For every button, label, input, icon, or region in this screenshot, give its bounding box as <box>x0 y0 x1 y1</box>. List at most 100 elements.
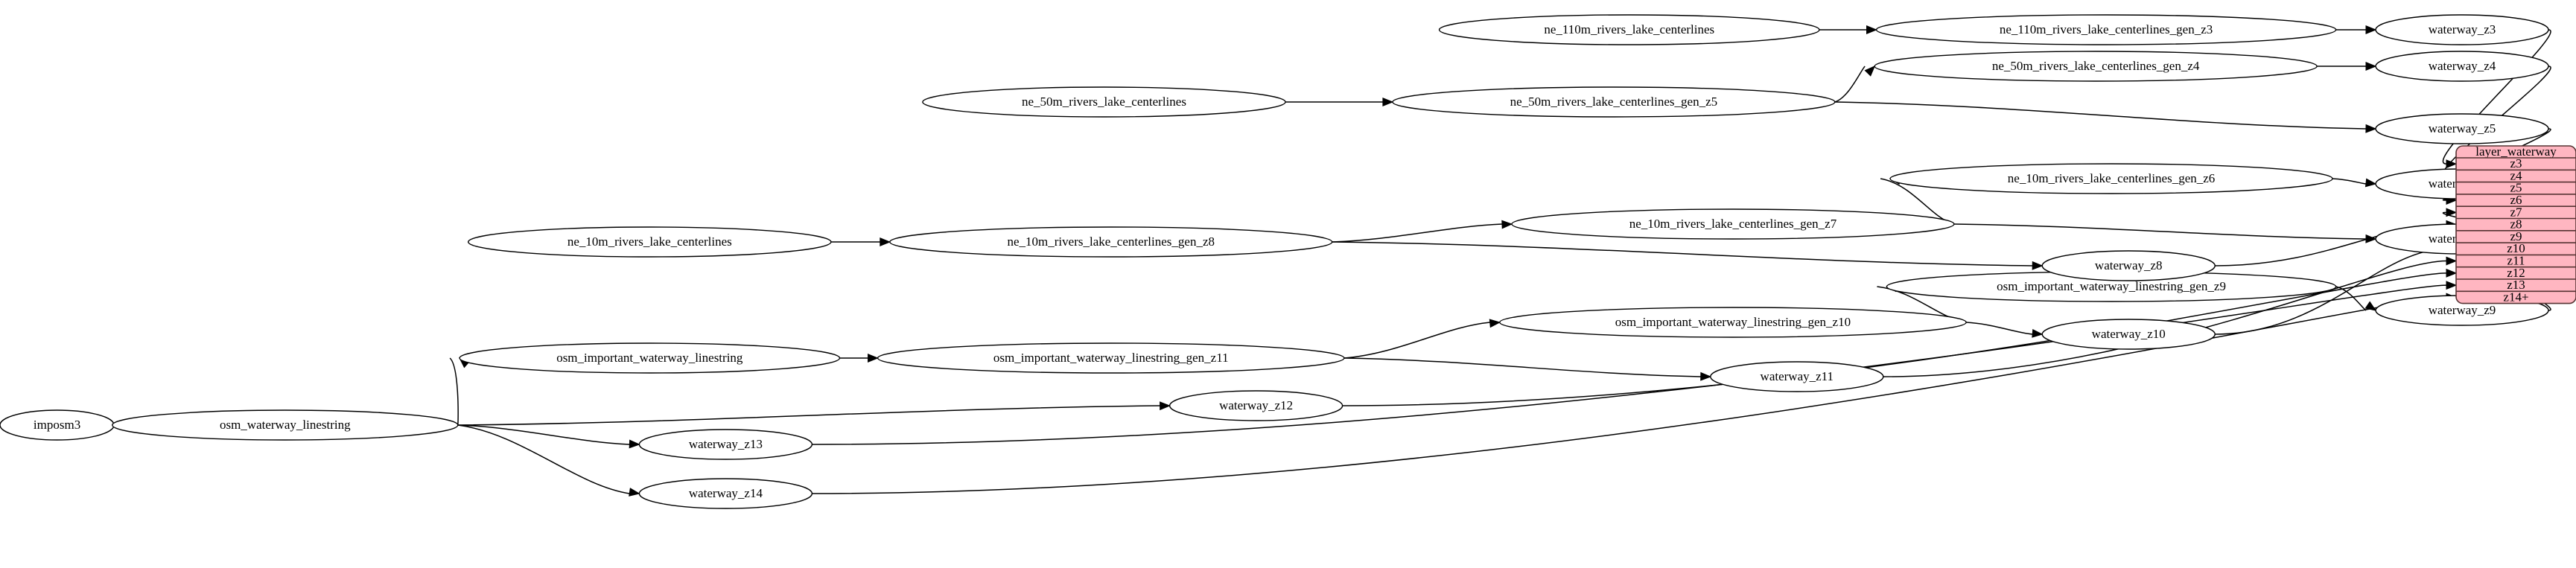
edge-arrowhead <box>1489 319 1501 328</box>
graph-node-osm_important_waterway_linestring_gen_z10[interactable]: osm_important_waterway_linestring_gen_z1… <box>1499 307 1967 338</box>
edge-arrowhead <box>2365 25 2377 34</box>
graph-node-ne_50m_rivers_lake_centerlines_gen_z4[interactable]: ne_50m_rivers_lake_centerlines_gen_z4 <box>1874 51 2318 82</box>
edge-arrowhead <box>2446 281 2458 290</box>
edge-arrowhead <box>2446 208 2458 217</box>
layer-table-cell-z4[interactable]: z4 <box>2510 168 2522 182</box>
node-label-osm_important_waterway_linestring: osm_important_waterway_linestring <box>556 351 743 365</box>
node-ellipse-waterway_z13 <box>638 429 813 460</box>
graph-node-osm_important_waterway_linestring[interactable]: osm_important_waterway_linestring <box>459 342 841 374</box>
graph-node-ne_10m_rivers_lake_centerlines_gen_z8[interactable]: ne_10m_rivers_lake_centerlines_gen_z8 <box>889 226 1333 258</box>
edges-layer <box>102 25 2551 497</box>
node-label-waterway_z14: waterway_z14 <box>689 486 763 500</box>
node-label-waterway_z13: waterway_z13 <box>689 437 763 451</box>
node-ellipse-waterway_z4 <box>2375 51 2549 82</box>
layer-table-cell-z12[interactable]: z12 <box>2507 266 2525 280</box>
node-ellipse-ne_10m_rivers_lake_centerlines_gen_z7 <box>1511 208 1955 240</box>
edge-osm_waterway_linestring-to-waterway_z12 <box>457 405 1160 426</box>
graph-node-waterway_z11[interactable]: waterway_z11 <box>1710 361 1884 392</box>
node-ellipse-osm_important_waterway_linestring <box>459 342 841 374</box>
edge-osm_important_waterway_linestring_gen_z11-to-waterway_z11 <box>1343 357 1701 377</box>
graph-node-waterway_z5[interactable]: waterway_z5 <box>2375 113 2549 144</box>
graph-node-imposm3[interactable]: imposm3 <box>0 409 115 441</box>
graph-node-ne_110m_rivers_lake_centerlines[interactable]: ne_110m_rivers_lake_centerlines <box>1438 14 1820 45</box>
edge-arrowhead <box>2364 178 2377 188</box>
node-label-ne_10m_rivers_lake_centerlines_gen_z7: ne_10m_rivers_lake_centerlines_gen_z7 <box>1629 217 1837 231</box>
node-label-waterway_z3: waterway_z3 <box>2429 22 2496 36</box>
graph-node-waterway_z12[interactable]: waterway_z12 <box>1168 390 1343 421</box>
edge-ne_50m_rivers_lake_centerlines_gen_z5-to-ne_50m_rivers_lake_centerlines_gen_z4 <box>1834 66 1866 103</box>
node-label-ne_10m_rivers_lake_centerlines_gen_z6: ne_10m_rivers_lake_centerlines_gen_z6 <box>2008 171 2216 185</box>
edge-ne_50m_rivers_lake_centerlines_gen_z5-to-waterway_z5 <box>1834 101 2367 130</box>
layer-waterway-table: layer_waterwayz3z4z5z6z7z8z9z10z11z12z13… <box>2455 144 2576 304</box>
layer-table-cell-z5[interactable]: z5 <box>2510 181 2522 195</box>
node-label-ne_50m_rivers_lake_centerlines_gen_z5: ne_50m_rivers_lake_centerlines_gen_z5 <box>1510 95 1718 109</box>
node-label-ne_110m_rivers_lake_centerlines: ne_110m_rivers_lake_centerlines <box>1544 22 1714 36</box>
node-label-waterway_z11: waterway_z11 <box>1761 369 1834 383</box>
graph-node-waterway_z14[interactable]: waterway_z14 <box>638 478 813 509</box>
layer-table-cell-z3[interactable]: z3 <box>2510 156 2522 170</box>
node-ellipse-ne_110m_rivers_lake_centerlines <box>1438 14 1820 45</box>
layer-table-cell-z7[interactable]: z7 <box>2510 205 2522 219</box>
graph-node-osm_important_waterway_linestring_gen_z9[interactable]: osm_important_waterway_linestring_gen_z9 <box>1886 271 2337 302</box>
node-ellipse-waterway_z12 <box>1168 390 1343 421</box>
node-label-waterway_z5: waterway_z5 <box>2429 121 2496 135</box>
graph-node-osm_important_waterway_linestring_gen_z11[interactable]: osm_important_waterway_linestring_gen_z1… <box>877 342 1345 374</box>
node-ellipse-waterway_z10 <box>2041 319 2216 350</box>
graph-node-waterway_z3[interactable]: waterway_z3 <box>2375 14 2549 45</box>
node-label-ne_110m_rivers_lake_centerlines_gen_z3: ne_110m_rivers_lake_centerlines_gen_z3 <box>2000 22 2213 36</box>
node-label-osm_important_waterway_linestring_gen_z10: osm_important_waterway_linestring_gen_z1… <box>1615 315 1851 329</box>
graph-node-ne_50m_rivers_lake_centerlines_gen_z5[interactable]: ne_50m_rivers_lake_centerlines_gen_z5 <box>1392 86 1836 118</box>
edge-ne_10m_rivers_lake_centerlines_gen_z8-to-ne_10m_rivers_lake_centerlines_gen_z7 <box>1332 223 1503 243</box>
node-label-ne_50m_rivers_lake_centerlines: ne_50m_rivers_lake_centerlines <box>1022 95 1186 109</box>
layer-table-cell-z14+[interactable]: z14+ <box>2503 290 2528 304</box>
layer-table-cell-z9[interactable]: z9 <box>2510 229 2522 243</box>
edge-arrowhead <box>1160 401 1171 411</box>
node-ellipse-waterway_z8 <box>2041 250 2216 281</box>
edge-arrowhead <box>1382 98 1394 106</box>
node-ellipse-waterway_z14 <box>638 478 813 509</box>
node-label-waterway_z10: waterway_z10 <box>2092 327 2166 341</box>
layer-table-cell-z13[interactable]: z13 <box>2507 278 2525 292</box>
node-ellipse-ne_50m_rivers_lake_centerlines_gen_z5 <box>1392 86 1836 118</box>
node-label-osm_important_waterway_linestring_gen_z11: osm_important_waterway_linestring_gen_z1… <box>993 351 1229 365</box>
edge-ne_10m_rivers_lake_centerlines_gen_z6-to-waterway_z6 <box>2332 178 2367 185</box>
graph-node-waterway_z8[interactable]: waterway_z8 <box>2041 250 2216 281</box>
graph-node-ne_110m_rivers_lake_centerlines_gen_z3[interactable]: ne_110m_rivers_lake_centerlines_gen_z3 <box>1875 14 2337 45</box>
node-label-ne_10m_rivers_lake_centerlines: ne_10m_rivers_lake_centerlines <box>567 234 732 249</box>
graph-node-waterway_z4[interactable]: waterway_z4 <box>2375 51 2549 82</box>
node-ellipse-waterway_z11 <box>1710 361 1884 392</box>
edge-osm_waterway_linestring-to-waterway_z14 <box>457 424 630 494</box>
node-label-osm_important_waterway_linestring_gen_z9: osm_important_waterway_linestring_gen_z9 <box>1997 279 2226 293</box>
edge-arrowhead <box>2365 62 2377 71</box>
node-ellipse-ne_10m_rivers_lake_centerlines_gen_z6 <box>1889 163 2333 194</box>
layer-table-cell-z10[interactable]: z10 <box>2507 241 2525 255</box>
layer-table-cell-z8[interactable]: z8 <box>2510 217 2522 232</box>
layer-table-cell-z6[interactable]: z6 <box>2510 193 2522 207</box>
node-ellipse-waterway_z3 <box>2375 14 2549 45</box>
node-ellipse-ne_10m_rivers_lake_centerlines_gen_z8 <box>889 226 1333 258</box>
edge-arrowhead <box>1864 66 1876 77</box>
edge-osm_waterway_linestring-to-osm_important_waterway_linestring <box>449 357 459 426</box>
edge-arrowhead <box>1866 25 1877 34</box>
node-ellipse-osm_waterway_linestring <box>112 409 459 441</box>
graph-node-ne_10m_rivers_lake_centerlines[interactable]: ne_10m_rivers_lake_centerlines <box>468 226 832 258</box>
layer-table-cell-z11[interactable]: z11 <box>2507 253 2525 267</box>
graph-node-waterway_z10[interactable]: waterway_z10 <box>2041 319 2216 350</box>
layer-table-outline <box>2455 145 2576 304</box>
edge-arrowhead <box>2032 328 2044 338</box>
node-ellipse-ne_50m_rivers_lake_centerlines <box>922 86 1286 118</box>
graph-node-osm_waterway_linestring[interactable]: osm_waterway_linestring <box>112 409 459 441</box>
graph-node-ne_10m_rivers_lake_centerlines_gen_z6[interactable]: ne_10m_rivers_lake_centerlines_gen_z6 <box>1889 163 2333 194</box>
edge-arrowhead <box>2446 256 2458 266</box>
graph-node-ne_10m_rivers_lake_centerlines_gen_z7[interactable]: ne_10m_rivers_lake_centerlines_gen_z7 <box>1511 208 1955 240</box>
edge-ne_10m_rivers_lake_centerlines_gen_z8-to-waterway_z8 <box>1332 241 2033 267</box>
graph-node-waterway_z13[interactable]: waterway_z13 <box>638 429 813 460</box>
edge-ne_10m_rivers_lake_centerlines_gen_z7-to-waterway_z7 <box>1953 223 2367 240</box>
edge-arrowhead <box>2446 268 2458 278</box>
graph-node-ne_50m_rivers_lake_centerlines[interactable]: ne_50m_rivers_lake_centerlines <box>922 86 1286 118</box>
node-ellipse-osm_important_waterway_linestring_gen_z10 <box>1499 307 1967 338</box>
edge-waterway_z3-to-layer_waterway.z3 <box>2442 29 2551 165</box>
edge-arrowhead <box>629 488 640 497</box>
